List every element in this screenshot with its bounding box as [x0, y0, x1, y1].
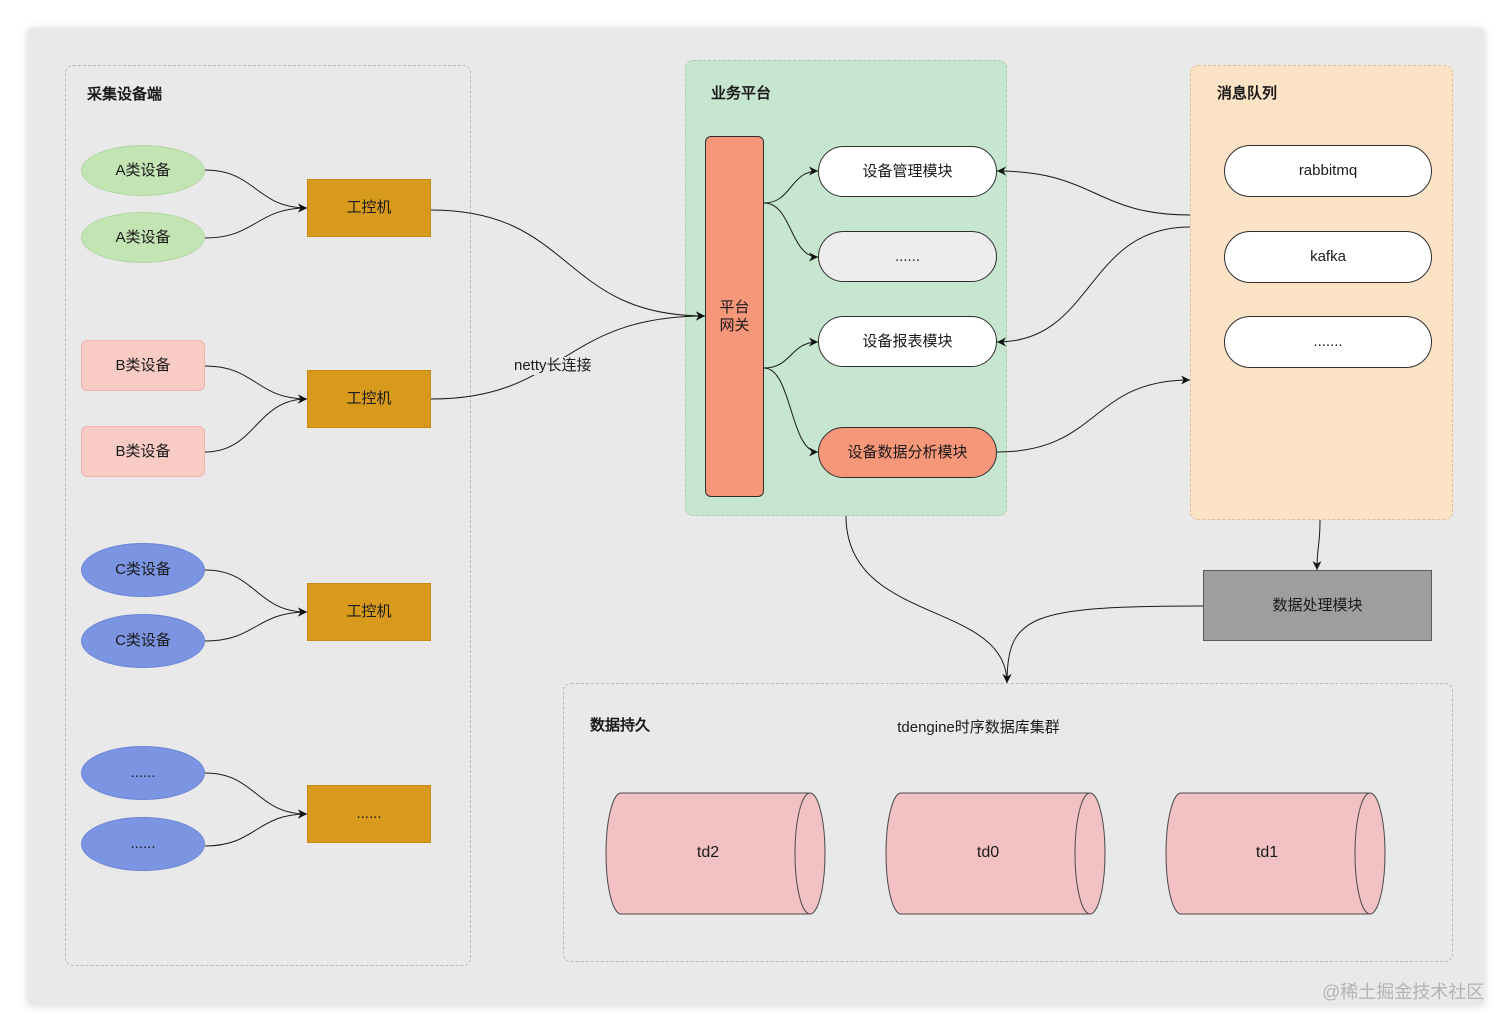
edge-gateway-to-device-mgmt	[763, 166, 819, 204]
gateway-label-line2: 网关	[719, 316, 750, 334]
edge-mq-to-report	[996, 226, 1191, 347]
cluster-label: tdengine时序数据库集群	[897, 719, 1060, 736]
module-data-analysis: 设备数据分析模块	[818, 427, 997, 478]
group-business-label: 业务平台	[711, 85, 772, 102]
db-cylinder-td0	[885, 792, 1106, 915]
edge-gateway-to-report	[763, 337, 819, 369]
module-ellipsis: ......	[818, 231, 997, 282]
group-mq-label: 消息队列	[1217, 85, 1278, 102]
edge-c2-to-ipc3	[204, 607, 308, 642]
gateway-label-line1: 平台	[719, 298, 750, 316]
edge-a1-to-ipc1	[204, 169, 308, 213]
edge-mq-to-device-mgmt	[996, 166, 1191, 216]
edge-analysis-to-mq	[996, 375, 1191, 453]
edge-business-to-persistence	[845, 515, 1012, 684]
db-cylinder-td1	[1165, 792, 1386, 915]
group-collection	[65, 65, 471, 966]
db-label-td2: td2	[696, 844, 720, 861]
edge-processing-to-persistence	[1002, 605, 1204, 684]
edge-other2-to-ipc4	[204, 809, 308, 847]
group-collection-label: 采集设备端	[87, 86, 163, 103]
ipc-2: 工控机	[307, 370, 431, 428]
edge-gateway-to-module-ellipsis	[763, 202, 819, 262]
ipc-1: 工控机	[307, 179, 431, 237]
edge-label-netty: netty长连接	[513, 357, 593, 375]
module-device-management: 设备管理模块	[818, 146, 997, 197]
edge-b2-to-ipc2	[204, 394, 308, 453]
db-label-td1: td1	[1255, 844, 1279, 861]
platform-gateway: 平台 网关	[705, 136, 764, 497]
edge-b1-to-ipc2	[204, 365, 308, 404]
group-message-queue	[1190, 65, 1453, 520]
group-persistence-label: 数据持久	[590, 717, 651, 734]
edge-mq-to-processing	[1312, 519, 1322, 571]
edge-ipc1-to-gateway	[430, 209, 706, 321]
device-b-2: B类设备	[81, 426, 205, 477]
queue-rabbitmq: rabbitmq	[1224, 145, 1432, 197]
device-other-1: ......	[81, 746, 205, 800]
watermark: @稀土掘金技术社区	[1322, 982, 1485, 1002]
edge-c1-to-ipc3	[204, 569, 308, 617]
queue-ellipsis: .......	[1224, 316, 1432, 368]
edge-other1-to-ipc4	[204, 772, 308, 819]
device-c-2: C类设备	[81, 614, 205, 668]
edge-gateway-to-analysis	[763, 367, 819, 457]
module-device-report: 设备报表模块	[818, 316, 997, 367]
data-processing-module: 数据处理模块	[1203, 570, 1432, 641]
device-other-2: ......	[81, 817, 205, 871]
device-a-2: A类设备	[81, 212, 205, 263]
db-label-td0: td0	[976, 844, 1000, 861]
ipc-4: ......	[307, 785, 431, 843]
db-cylinder-td2	[605, 792, 826, 915]
device-b-1: B类设备	[81, 340, 205, 391]
queue-kafka: kafka	[1224, 231, 1432, 283]
edge-a2-to-ipc1	[204, 203, 308, 239]
ipc-3: 工控机	[307, 583, 431, 641]
device-c-1: C类设备	[81, 543, 205, 597]
device-a-1: A类设备	[81, 145, 205, 196]
group-data-persistence	[563, 683, 1453, 962]
